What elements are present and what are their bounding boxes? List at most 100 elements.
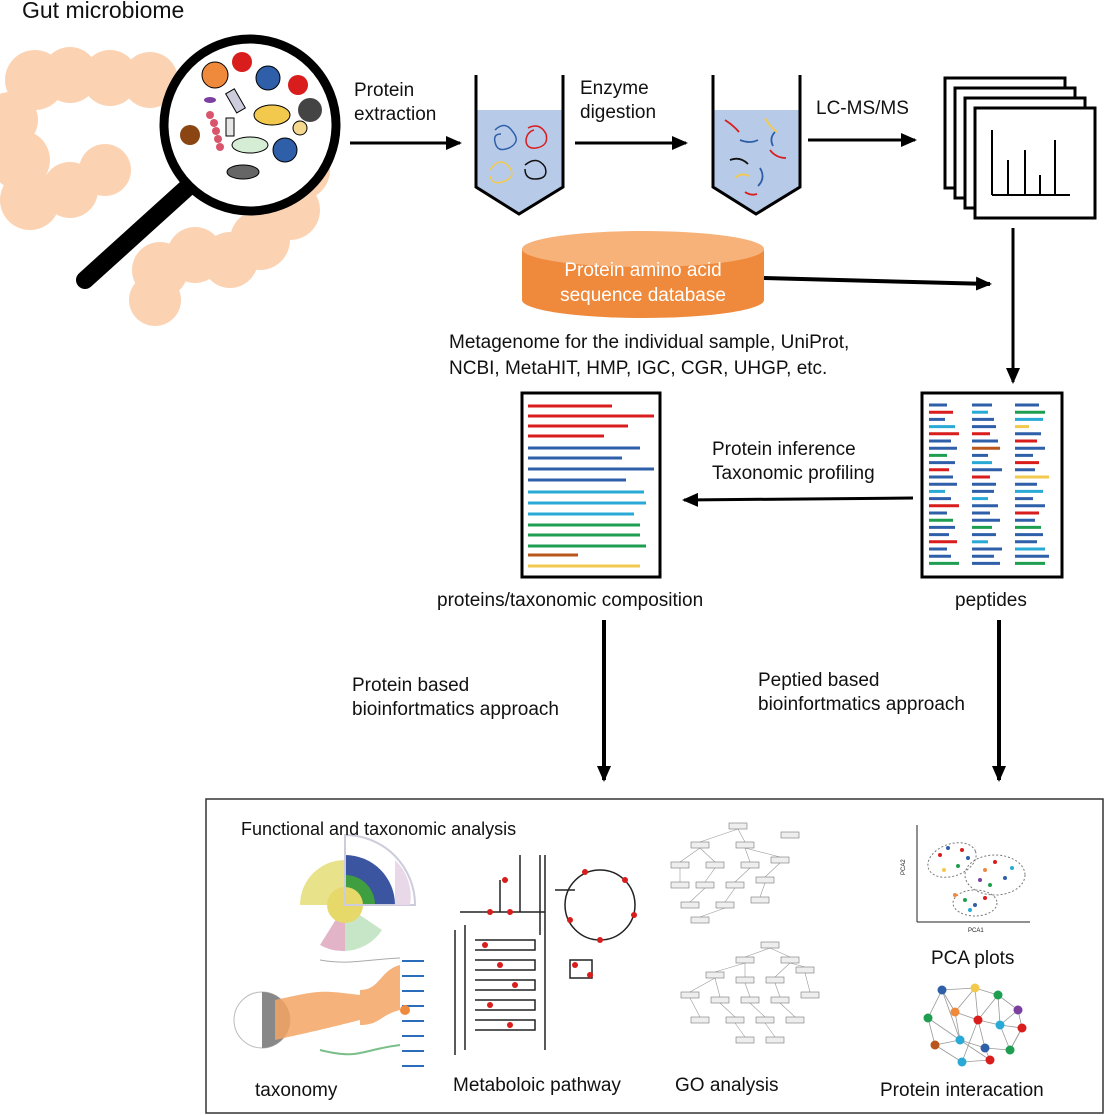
network-edge [954, 987, 976, 1013]
network-edge [927, 989, 943, 1019]
pca-point [938, 853, 942, 857]
go-edge [734, 867, 751, 883]
go-edge [759, 882, 766, 898]
go-term-node [715, 901, 735, 909]
go-term-node [690, 841, 710, 849]
go-term-node [785, 1016, 805, 1024]
go-term-node [770, 996, 790, 1004]
go-term-node [780, 831, 800, 839]
network-node [937, 985, 947, 995]
peptides-label: peptides [955, 590, 1027, 611]
go-edge [774, 962, 791, 978]
go-term-node [755, 1016, 775, 1024]
network-node [923, 1013, 933, 1023]
pca-point [978, 878, 982, 882]
pca-point [973, 903, 977, 907]
arrow-database-search [763, 276, 992, 291]
network-edge [977, 1019, 986, 1049]
go-edge [714, 962, 746, 973]
go-edge [704, 867, 716, 883]
pca-point [1010, 866, 1014, 870]
page-title: Gut microbiome [22, 0, 185, 23]
ms-spectrum-peaks [991, 130, 1070, 196]
network-node [980, 1043, 990, 1053]
go-term-node [680, 901, 700, 909]
analysis-box [205, 798, 1104, 1114]
go-edge [749, 1002, 766, 1018]
network-edge [954, 1011, 961, 1041]
pca-point [963, 898, 967, 902]
pca-point [953, 893, 957, 897]
go-term-node [765, 976, 785, 984]
tube-peptide-digest [711, 75, 802, 216]
go-edge [744, 847, 751, 863]
go-edge [699, 847, 716, 863]
go-term-node [740, 996, 760, 1004]
go-term-node [740, 861, 760, 869]
go-edge [789, 962, 806, 968]
panel-label-pathway: Metaboloic pathway [453, 1075, 621, 1096]
network-node [957, 1057, 967, 1067]
go-edge [714, 977, 721, 998]
go-edge [744, 982, 751, 998]
go-term-node [710, 996, 730, 1004]
go-term-node [735, 976, 755, 984]
go-term-node [705, 971, 725, 979]
go-edge [744, 947, 771, 958]
pca-point [956, 864, 960, 868]
pathway-nodes [482, 869, 637, 1028]
go-edge [689, 977, 716, 993]
go-term-node [750, 896, 770, 904]
pca-point [968, 908, 972, 912]
network-node [950, 1007, 960, 1017]
go-edge [764, 1022, 776, 1038]
go-term-node [735, 956, 755, 964]
network-node [1017, 1023, 1027, 1033]
taxonomy-sankey [233, 957, 424, 1067]
protein-interaction-network [923, 983, 1027, 1067]
go-term-node [680, 991, 700, 999]
pca-point [966, 856, 970, 860]
ms-spectra-stack [943, 76, 1097, 220]
analysis-title: Functional and taxonomic analysis [241, 819, 517, 839]
protein-list-document [520, 391, 662, 579]
pca-point [1003, 876, 1007, 880]
go-term-node [670, 861, 690, 869]
go-term-node [735, 1036, 755, 1044]
go-edge [779, 1002, 796, 1018]
network-edge [961, 1019, 979, 1063]
network-node [985, 1055, 995, 1065]
network-edge [927, 1017, 961, 1041]
panel-label-interaction: Protein interacation [880, 1080, 1044, 1101]
network-node [993, 990, 1003, 1000]
network-node [1005, 1045, 1015, 1055]
magnifier-icon [76, 34, 341, 289]
metabolic-pathway-map [454, 855, 636, 1055]
go-term-node [765, 1036, 785, 1044]
go-edge [744, 847, 781, 858]
network-edge [941, 989, 961, 1041]
panel-label-taxonomy: taxonomy [255, 1080, 338, 1101]
step-label-lcms: LC-MS/MS [816, 98, 909, 119]
go-term-node [800, 991, 820, 999]
go-edge [774, 982, 781, 998]
pca-point [983, 896, 987, 900]
go-term-node [770, 856, 790, 864]
network-node [970, 983, 980, 993]
network-edge [961, 1059, 991, 1063]
peptide-list-document [920, 391, 1064, 579]
go-term-node [670, 881, 690, 889]
go-edge [734, 1022, 746, 1038]
pca-plot [916, 825, 1030, 923]
go-edge [764, 862, 781, 878]
go-term-node [725, 1016, 745, 1024]
go-term-node [728, 822, 748, 830]
go-term-node [695, 881, 715, 889]
network-edge [977, 994, 999, 1021]
go-term-node [780, 956, 800, 964]
